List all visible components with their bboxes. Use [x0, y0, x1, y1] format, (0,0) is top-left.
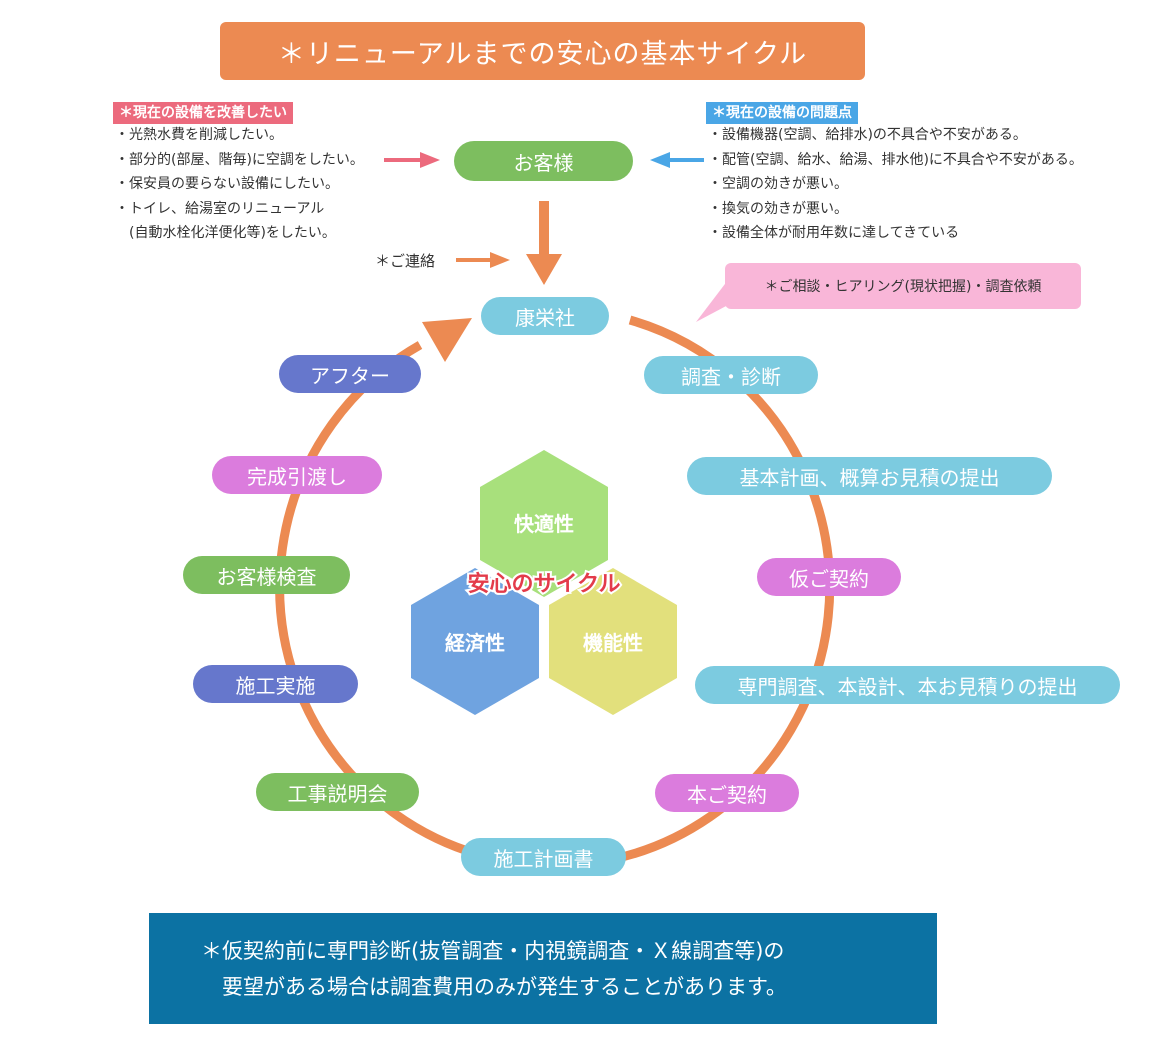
hex-function-label: 機能性 — [583, 631, 643, 655]
right-arrow-shaft — [668, 158, 704, 162]
cycle-center-label: 安心のサイクル — [468, 571, 621, 597]
left-arrow-shaft — [384, 158, 422, 162]
hex-economy-label: 経済性 — [445, 631, 505, 655]
step-handover: 完成引渡し — [212, 456, 382, 494]
list-item: ・空調の効きが悪い。 — [708, 176, 848, 192]
improve-tag: ＊現在の設備を改善したい — [113, 102, 293, 124]
step-customer-inspection: お客様検査 — [183, 556, 350, 594]
right-arrow-head — [650, 152, 670, 168]
consult-bubble: ＊ご相談・ヒアリング(現状把握)・調査依頼 — [725, 263, 1081, 309]
problem-tag: ＊現在の設備の問題点 — [706, 102, 858, 124]
step-detailed-design: 専門調査、本設計、本お見積りの提出 — [695, 666, 1120, 704]
customer-node: お客様 — [454, 141, 633, 181]
hex-comfort — [480, 450, 608, 597]
step-main-contract: 本ご契約 — [655, 774, 799, 812]
list-item: ・設備全体が耐用年数に達してきている — [708, 225, 960, 241]
contact-arrow-shaft — [456, 258, 492, 262]
note-line-2: 要望がある場合は調査費用のみが発生することがあります。 — [222, 974, 787, 999]
improve-list: ・光熱水費を削減したい。 ・部分的(部屋、階毎)に空調をしたい。 ・保安員の要ら… — [115, 123, 364, 246]
note-line-1: ＊仮契約前に専門診断(抜管調査・内視鏡調査・Ｘ線調査等)の — [201, 938, 785, 963]
list-item: (自動水栓化洋便化等)をしたい。 — [115, 225, 336, 241]
page-title: ＊リニューアルまでの安心の基本サイクル — [220, 22, 865, 80]
step-provisional-contract: 仮ご契約 — [757, 558, 901, 596]
step-briefing: 工事説明会 — [256, 773, 419, 811]
step-construction-plan: 施工計画書 — [461, 838, 626, 876]
step-after-service: アフター — [279, 355, 421, 393]
list-item: ・換気の効きが悪い。 — [708, 200, 848, 217]
list-item: ・部分的(部屋、階毎)に空調をしたい。 — [115, 151, 364, 168]
step-construction: 施工実施 — [193, 665, 358, 703]
list-item: ・トイレ、給湯室のリニューアル — [115, 200, 325, 217]
step-survey: 調査・診断 — [644, 356, 818, 394]
cost-note: ＊仮契約前に専門診断(抜管調査・内視鏡調査・Ｘ線調査等)の 要望がある場合は調査… — [149, 913, 937, 1024]
hex-function — [549, 568, 677, 715]
contact-arrow-head — [490, 252, 510, 268]
problem-list: ・設備機器(空調、給排水)の不具合や不安がある。 ・配管(空調、給水、給湯、排水… — [708, 123, 1083, 246]
list-item: ・保安員の要らない設備にしたい。 — [115, 176, 339, 192]
down-arrow-head — [526, 254, 562, 285]
list-item: ・設備機器(空調、給排水)の不具合や不安がある。 — [708, 127, 1027, 143]
contact-label: ＊ご連絡 — [375, 252, 436, 270]
list-item: ・光熱水費を削減したい。 — [115, 127, 283, 143]
list-item: ・配管(空調、給水、給湯、排水他)に不具合や不安がある。 — [708, 151, 1083, 168]
cycle-arrowhead — [422, 318, 472, 362]
hex-comfort-label: 快適性 — [514, 512, 574, 536]
hex-economy — [411, 568, 539, 715]
step-basic-plan: 基本計画、概算お見積の提出 — [687, 457, 1052, 495]
company-node: 康栄社 — [481, 297, 609, 335]
down-arrow-shaft — [539, 201, 549, 256]
left-arrow-head — [420, 152, 440, 168]
